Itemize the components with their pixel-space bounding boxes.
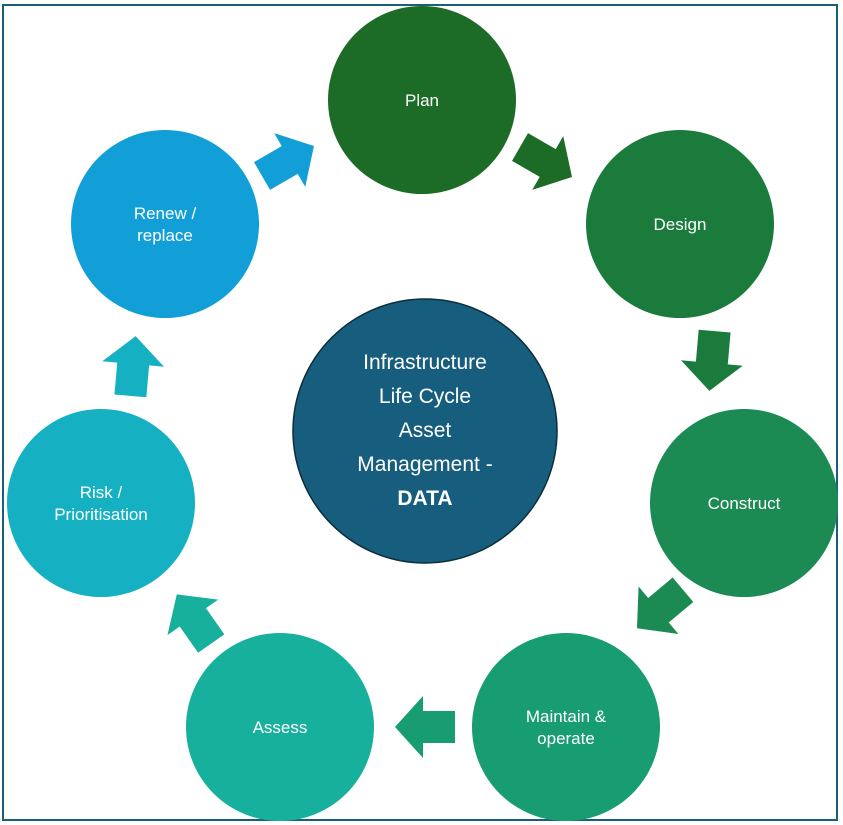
arrow-construct-to-maintain-icon bbox=[637, 577, 694, 635]
stage-label: Construct bbox=[708, 494, 781, 513]
stage-assess: Assess bbox=[186, 633, 374, 821]
stage-design: Design bbox=[586, 130, 774, 318]
stage-label: operate bbox=[537, 729, 595, 748]
arrow-maintain-to-assess-icon bbox=[395, 696, 455, 758]
stage-maintain: Maintain & operate bbox=[472, 633, 660, 821]
center-circle bbox=[292, 298, 558, 564]
stage-label: Assess bbox=[253, 718, 308, 737]
stage-circle bbox=[650, 409, 838, 597]
stage-circle bbox=[71, 130, 259, 318]
stage-label: Maintain & bbox=[526, 707, 607, 726]
diagram-frame bbox=[2, 4, 838, 821]
stage-label: Risk / bbox=[80, 483, 123, 502]
center-label: Infrastructure bbox=[363, 351, 487, 374]
stage-label: Plan bbox=[405, 91, 439, 110]
stage-label: Design bbox=[654, 215, 707, 234]
stage-circle bbox=[186, 633, 374, 821]
stage-label: Renew / bbox=[134, 204, 197, 223]
center-label: Life Cycle bbox=[379, 385, 471, 408]
stage-circle bbox=[472, 633, 660, 821]
center-label: Asset bbox=[399, 419, 452, 442]
center-label-emphasis: DATA bbox=[397, 487, 452, 510]
arrow-renew-to-plan-icon bbox=[254, 133, 314, 190]
stage-renew: Renew / replace bbox=[71, 130, 259, 318]
center-label: Management - bbox=[357, 453, 492, 476]
arrow-plan-to-design-icon bbox=[512, 133, 572, 190]
stage-construct: Construct bbox=[650, 409, 838, 597]
stage-label: replace bbox=[137, 226, 193, 245]
stage-circle bbox=[328, 6, 516, 194]
stage-risk: Risk / Prioritisation bbox=[7, 409, 195, 597]
arrow-design-to-construct-icon bbox=[680, 329, 743, 391]
arrow-risk-to-renew-icon bbox=[102, 336, 165, 398]
stage-plan: Plan bbox=[328, 6, 516, 194]
arrow-assess-to-risk-icon bbox=[167, 594, 225, 653]
stage-label: Prioritisation bbox=[54, 505, 148, 524]
stage-circle bbox=[7, 409, 195, 597]
stage-circle bbox=[586, 130, 774, 318]
